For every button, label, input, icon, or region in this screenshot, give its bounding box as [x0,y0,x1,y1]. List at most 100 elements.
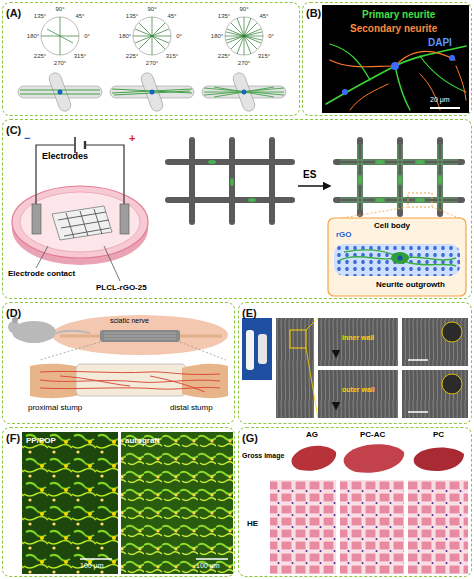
neuron-micrograph-part-part [330,60,395,67]
scaffold-grid-part [408,193,432,207]
conduit-micrographs-part [402,370,468,418]
figure-label: 100 μm [196,562,220,570]
rat-nerve-model-part-part [40,380,220,382]
scaffold-grid-part-part [398,175,402,185]
conduit-micrographs-part [276,318,314,418]
angle-label: 0° [268,33,274,40]
angle-label: 315° [74,53,86,60]
petri-dish-setup-part [12,186,148,258]
petri-dish-setup-part [58,209,110,238]
neuron-micrograph-part [449,55,455,61]
panel-label: (F) [3,430,23,446]
angle-label: 45° [75,13,84,20]
conduit-micrographs-part [408,359,428,361]
panel-frame: (F) [2,427,235,577]
conduit-micrographs-part [246,330,254,370]
conduit-micrographs [242,318,468,418]
scaffold-grid-part-part [230,178,234,186]
cell-inset-part [398,256,403,261]
angle-label: 90° [239,6,248,13]
muscle-images [270,444,468,574]
rat-nerve-model-part [182,364,228,398]
figure-label: − [24,132,30,144]
orientation-circles [41,17,263,55]
conduit-micrographs-part [318,370,398,418]
rat-nerve-model-part [56,331,90,333]
angle-label: 225° [126,53,138,60]
cell-inset [328,218,466,296]
muscle-images-part [344,444,405,472]
scaffold-grid-part-part [189,140,195,222]
panel-frame: (E) [238,302,472,424]
rat-nerve-model-part [180,335,222,338]
angle-label: 90° [55,6,64,13]
muscle-images-part [291,446,336,471]
rat-nerve-model-part [104,333,176,339]
neuron-micrograph-part-part [456,66,466,100]
panel-label: (G) [239,430,261,446]
conduit-micrographs-part [408,411,428,413]
angle-label: 135° [218,13,230,20]
orientation-circles-part [225,17,263,55]
fiber-cross-part [18,71,102,113]
orientation-circles-part [41,17,79,55]
scaffold-grid-part-part [358,144,442,210]
conduit-micrographs-part [402,318,468,366]
angle-label: 270° [238,60,250,67]
neuron-micrograph-part-part [326,46,466,104]
petri-dish-setup-part [104,246,120,281]
muscle-images-part [340,480,404,574]
figure-label: distal stump [170,404,213,413]
neuron-micrograph-part [326,44,466,110]
fluorescence-images-part [196,558,228,560]
angle-label: 180° [27,33,39,40]
neuron-micrograph-part-part [420,74,440,110]
cell-inset-part [334,244,460,276]
rat-nerve-model [8,315,228,398]
figure-label: DAPI [428,37,452,48]
fluorescence-images-part [121,432,233,574]
fiber-cross-part-part [48,71,73,113]
orientation-circles-part [47,29,73,43]
orientation-circles-part [227,29,261,43]
orientation-circles-part [227,29,261,43]
scaffold-grid-part [298,185,330,187]
petri-dish-setup-part [36,145,124,204]
angle-label: 180° [119,33,131,40]
petri-dish-setup-part [120,204,129,234]
angle-label: 225° [218,53,230,60]
figure-label: PP/POP [26,437,56,446]
angle-label: 45° [259,13,268,20]
angle-label: 180° [211,33,223,40]
figure-label: Electrodes [42,152,88,162]
cell-inset-part [391,252,409,264]
scaffold-grid-part-part [229,140,235,222]
figure-label: Secondary neurite [350,23,437,34]
neuron-micrograph-part-part [395,66,410,110]
cell-inset-part [328,218,466,296]
fiber-cross-part-part [150,90,155,95]
panel-frame: (G) [238,427,472,577]
scaffold-grid-part [208,160,442,202]
conduit-micrographs-part [242,318,272,380]
petri-dish-setup-part [36,246,48,268]
figure-label: + [129,132,135,144]
figure-label: rGO [336,231,352,240]
figure-label: PLCL-rGO-25 [96,284,147,293]
neuron-micrograph-part [391,62,399,70]
neuron-micrograph-part [430,107,460,109]
rat-nerve-model-part [52,315,228,355]
fiber-cross-part [110,71,194,113]
petri-dish-setup [12,137,148,281]
angle-label: 0° [176,33,182,40]
angle-label: 135° [126,13,138,20]
conduit-micrographs-part [442,322,462,342]
figure-label: PC [433,431,444,440]
muscle-images-part [414,448,464,471]
petri-dish-setup-part [52,206,112,240]
scaffold-grid-part-part [415,160,425,164]
panel-frame: (A) [2,2,300,116]
angle-label: 315° [166,53,178,60]
figure-label: PC-AC [360,431,385,440]
petri-dish-setup-part [20,192,140,252]
